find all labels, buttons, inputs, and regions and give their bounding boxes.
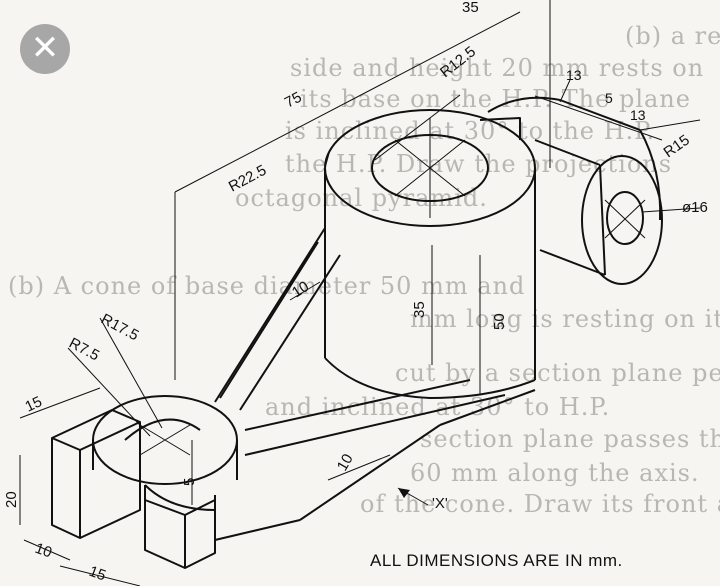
- view-arrow-head: [398, 488, 410, 498]
- ghost-line-2: side and height 20 mm rests on: [290, 54, 704, 82]
- dim-20: 20: [3, 491, 20, 508]
- dim-15-bottom: 15: [87, 563, 108, 585]
- close-button[interactable]: ✕: [20, 24, 70, 74]
- dim-phi16: ø16: [682, 199, 708, 216]
- ghost-line-11: section plane passes through: [420, 425, 720, 453]
- dim-75: 75: [282, 89, 305, 112]
- ghost-line-9: cut by a section plane perpendicular to …: [395, 359, 720, 387]
- ghost-line-1: (b) a regular octagonal pyramid of base: [625, 22, 720, 50]
- ghost-line-7: (b) A cone of base diameter 50 mm and: [8, 272, 525, 300]
- dim-10-base: 10: [334, 451, 357, 474]
- background-text: (b) a regular octagonal pyramid of base …: [8, 22, 720, 518]
- close-icon: ✕: [30, 27, 60, 68]
- dim-50: 50: [491, 313, 508, 330]
- ghost-line-6: octagonal pyramid.: [235, 184, 488, 212]
- ghost-line-5: the H.P. Draw the projections: [285, 150, 672, 178]
- ghost-line-4: is inclined at 30° to the H.P.: [285, 117, 655, 145]
- dim-r7-5: R7.5: [66, 335, 102, 365]
- view-x-label: 'X': [432, 495, 448, 512]
- dim-13-a: 13: [566, 67, 582, 83]
- centre-lines: [139, 118, 646, 456]
- ghost-line-13: of the cone. Draw its front and: [360, 490, 720, 518]
- dim-35-top: 35: [462, 0, 479, 16]
- dimensions-note: ALL DIMENSIONS ARE IN mm.: [370, 551, 623, 570]
- ghost-line-12: 60 mm along the axis.: [410, 459, 700, 487]
- dim-10-arm: 10: [289, 278, 312, 301]
- dim-10-left: 10: [33, 540, 54, 562]
- dim-35-boss: 35: [411, 301, 428, 318]
- dim-5: 5: [605, 90, 613, 106]
- ghost-line-8: mm long is resting on its base on H.P.: [410, 305, 720, 333]
- dim-r17-5: R17.5: [98, 311, 141, 345]
- object-outline: [51, 96, 663, 569]
- dimension-lines: [19, 0, 701, 586]
- dim-5-slot: 5: [181, 478, 198, 486]
- dim-13-b: 13: [630, 107, 646, 123]
- dim-15-top: 15: [23, 393, 45, 415]
